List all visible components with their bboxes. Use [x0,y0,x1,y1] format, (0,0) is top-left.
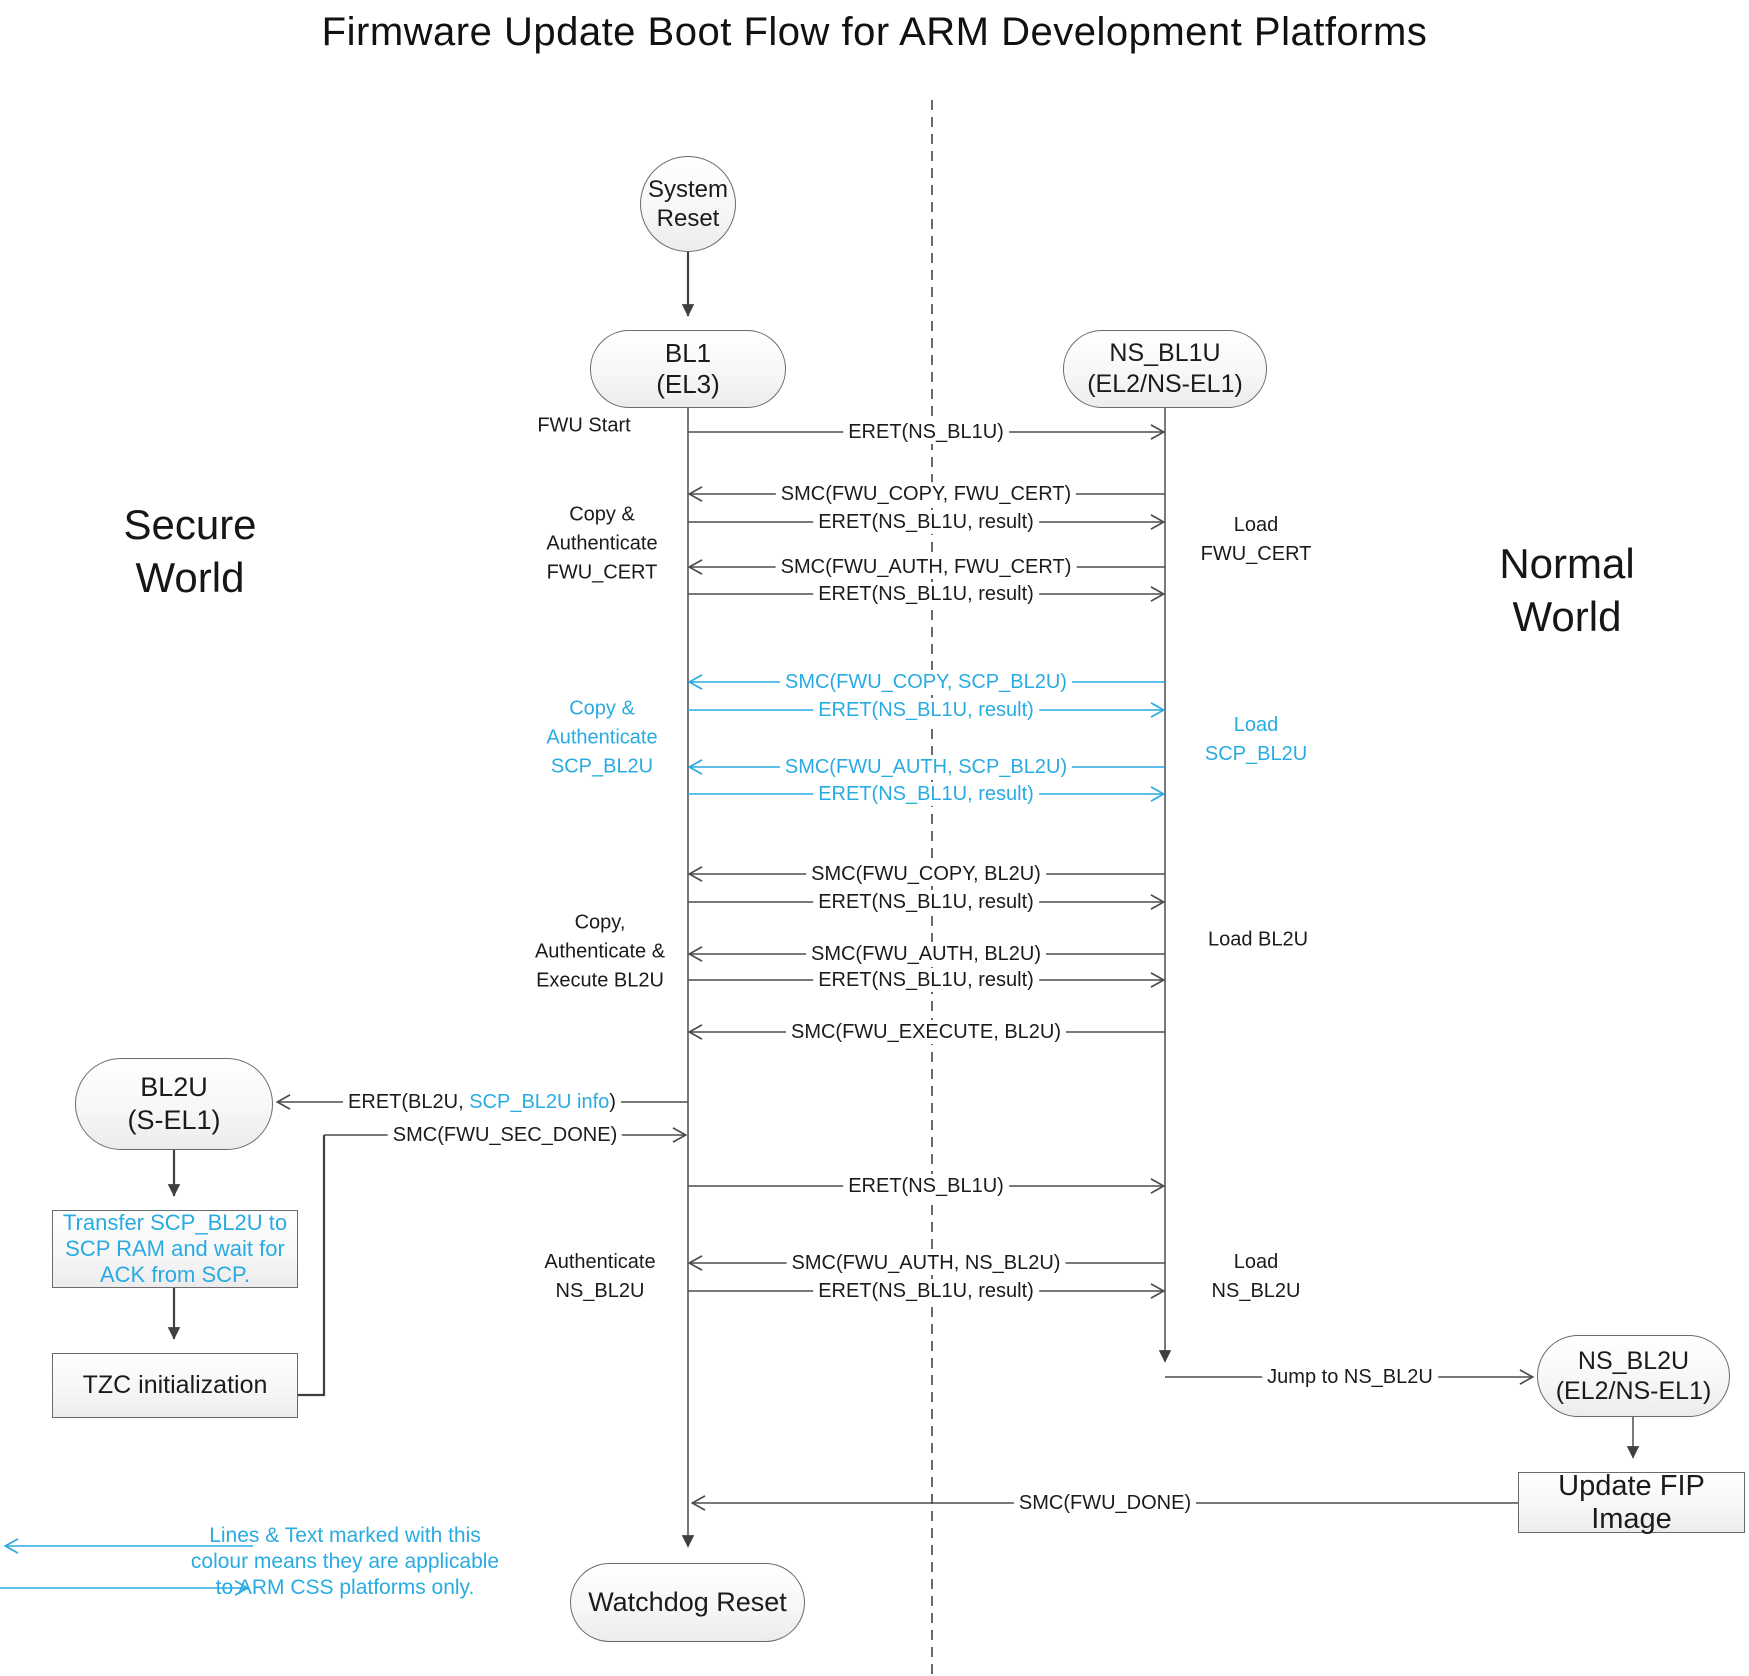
connector-tzc-to-smc-sec-done [298,1135,326,1397]
side-label-load-bl2u: Load BL2U [1207,928,1309,951]
message-label-smc-auth-ns-bl2u: SMC(FWU_AUTH, NS_BL2U) [786,1251,1066,1275]
node-update-fip-image: Update FIP Image [1518,1470,1745,1535]
side-label-load-fwu-cert: Load FWU_CERT [1200,514,1312,565]
message-label-smc-auth-scp-bl2u: SMC(FWU_AUTH, SCP_BL2U) [779,755,1073,779]
message-label-eret-result-4: ERET(NS_BL1U, result) [813,968,1039,992]
diagram-title: Firmware Update Boot Flow for ARM Develo… [321,10,1428,54]
node-tzc-initialization: TZC initialization [52,1353,298,1418]
message-label-eret-result-3: ERET(NS_BL1U, result) [813,890,1039,914]
message-label-eret-result-5: ERET(NS_BL1U, result) [813,1279,1039,1303]
message-label-eret-result-1: ERET(NS_BL1U, result) [813,510,1039,534]
legend-note: Lines & Text marked with this colour mea… [190,1524,500,1599]
node-bl2u: BL2U (S-EL1) [75,1058,273,1150]
message-label-eret-result-scp-2: ERET(NS_BL1U, result) [813,782,1039,806]
node-transfer-scp-bl2u: Transfer SCP_BL2U to SCP RAM and wait fo… [52,1210,298,1288]
message-label-eret-result-2: ERET(NS_BL1U, result) [813,582,1039,606]
message-label-smc-fwu-done: SMC(FWU_DONE) [1013,1491,1197,1515]
node-ns-bl2u: NS_BL2U (EL2/NS-EL1) [1537,1335,1730,1417]
message-label-smc-auth-fwu-cert: SMC(FWU_AUTH, FWU_CERT) [775,555,1077,579]
eret-bl2u-highlight: SCP_BL2U info [469,1091,610,1113]
side-label-copy-auth-scp-bl2u: Copy & Authenticate SCP_BL2U [546,697,658,778]
side-label-load-ns-bl2u: Load NS_BL2U [1211,1251,1301,1302]
node-watchdog-reset: Watchdog Reset [570,1563,805,1642]
message-label-smc-copy-scp-bl2u: SMC(FWU_COPY, SCP_BL2U) [780,670,1072,694]
message-label-eret-bl2u: ERET(BL2U, SCP_BL2U info) [343,1090,621,1114]
message-label-jump-to-ns-bl2u: Jump to NS_BL2U [1262,1365,1438,1389]
side-label-copy-auth-exec-bl2u: Copy, Authenticate & Execute BL2U [534,911,666,992]
eret-bl2u-suffix: ) [609,1091,616,1113]
message-label-smc-copy-bl2u: SMC(FWU_COPY, BL2U) [806,862,1046,886]
side-label-fwu-start: FWU Start [537,414,631,437]
node-bl1: BL1 (EL3) [590,330,786,408]
node-ns-bl1u: NS_BL1U (EL2/NS-EL1) [1063,330,1267,408]
message-label-smc-auth-bl2u: SMC(FWU_AUTH, BL2U) [805,942,1047,966]
message-label-smc-copy-fwu-cert: SMC(FWU_COPY, FWU_CERT) [775,482,1077,506]
message-label-eret-start: ERET(NS_BL1U) [843,420,1009,444]
side-label-authenticate-ns-bl2u: Authenticate NS_BL2U [544,1251,656,1302]
message-label-eret-result-scp-1: ERET(NS_BL1U, result) [813,698,1039,722]
node-system-reset: System Reset [640,156,736,252]
message-label-smc-sec-done: SMC(FWU_SEC_DONE) [387,1123,623,1147]
normal-world-label: Normal World [1499,540,1635,640]
message-label-eret-ns-bl1u-2: ERET(NS_BL1U) [843,1174,1009,1198]
side-label-copy-auth-fwu-cert: Copy & Authenticate FWU_CERT [546,503,658,584]
message-label-smc-execute-bl2u: SMC(FWU_EXECUTE, BL2U) [785,1020,1067,1044]
eret-bl2u-prefix: ERET(BL2U, [348,1091,470,1113]
side-label-load-scp-bl2u: Load SCP_BL2U [1204,714,1308,765]
secure-world-label: Secure World [123,501,257,601]
